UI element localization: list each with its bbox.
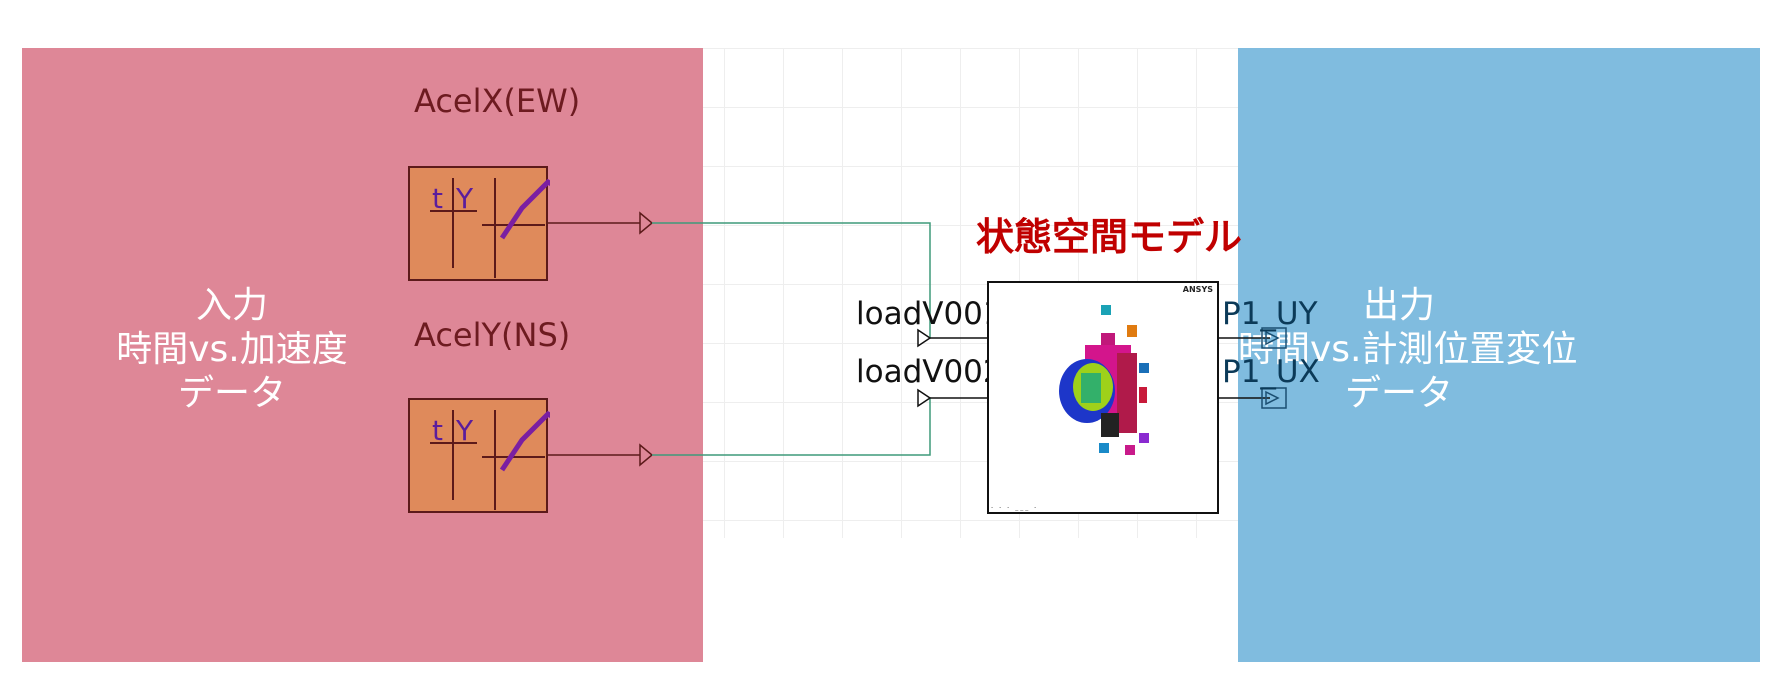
output-port-arrow-icon[interactable] <box>639 443 654 467</box>
state-space-model-block[interactable]: ANSYS - - - ___ - <box>987 281 1219 514</box>
input-port-label-loadv001: loadV001 <box>856 296 1003 332</box>
input-panel-line: 時間vs.加速度 <box>116 329 348 370</box>
output-panel-line: データ <box>1344 373 1453 414</box>
input-panel-line: 入力 <box>195 285 268 326</box>
outport-block-icon[interactable] <box>1261 327 1287 349</box>
axis-t-label: t <box>432 414 443 447</box>
output-panel-line: 出力 <box>1362 285 1435 326</box>
outport-block-icon[interactable] <box>1261 387 1287 409</box>
output-panel-text: 出力 時間vs.計測位置変位 データ <box>1238 284 1578 416</box>
lookup-table-icon: t Y <box>430 178 550 278</box>
lookup-table-block-acely[interactable]: t Y <box>408 398 550 513</box>
input-port-arrow-icon[interactable] <box>917 328 932 348</box>
axis-y-label: Y <box>455 182 474 215</box>
model-title: 状態空間モデル <box>976 215 1243 259</box>
input-panel: 入力 時間vs.加速度 データ <box>22 48 703 662</box>
fem-mesh-image <box>1059 305 1149 455</box>
block-label-acely: AcelY(NS) <box>414 316 571 354</box>
axis-y-label: Y <box>455 414 474 447</box>
lookup-table-icon: t Y <box>430 410 550 510</box>
signal-wire[interactable] <box>652 397 931 456</box>
input-panel-text: 入力 時間vs.加速度 データ <box>82 284 382 416</box>
output-port-label-p1-uy: P1_UY <box>1222 296 1318 332</box>
output-port-label-p1-ux: P1_UX <box>1222 354 1320 390</box>
axis-t-label: t <box>432 182 443 215</box>
lookup-curve <box>499 410 550 472</box>
model-scale-bar: - - - ___ - <box>991 504 1039 511</box>
lookup-table-block-acelx[interactable]: t Y <box>408 166 550 281</box>
block-label-acelx: AcelX(EW) <box>414 82 581 120</box>
output-panel: 出力 時間vs.計測位置変位 データ <box>1238 48 1760 662</box>
output-panel-line: 時間vs.計測位置変位 <box>1238 329 1578 370</box>
input-port-arrow-icon[interactable] <box>917 388 932 408</box>
output-port-arrow-icon[interactable] <box>639 211 654 235</box>
input-panel-line: データ <box>177 373 286 414</box>
lookup-curve <box>499 178 550 240</box>
input-port-label-loadv002: loadV002 <box>856 354 1003 390</box>
ansys-logo: ANSYS <box>1182 285 1213 294</box>
